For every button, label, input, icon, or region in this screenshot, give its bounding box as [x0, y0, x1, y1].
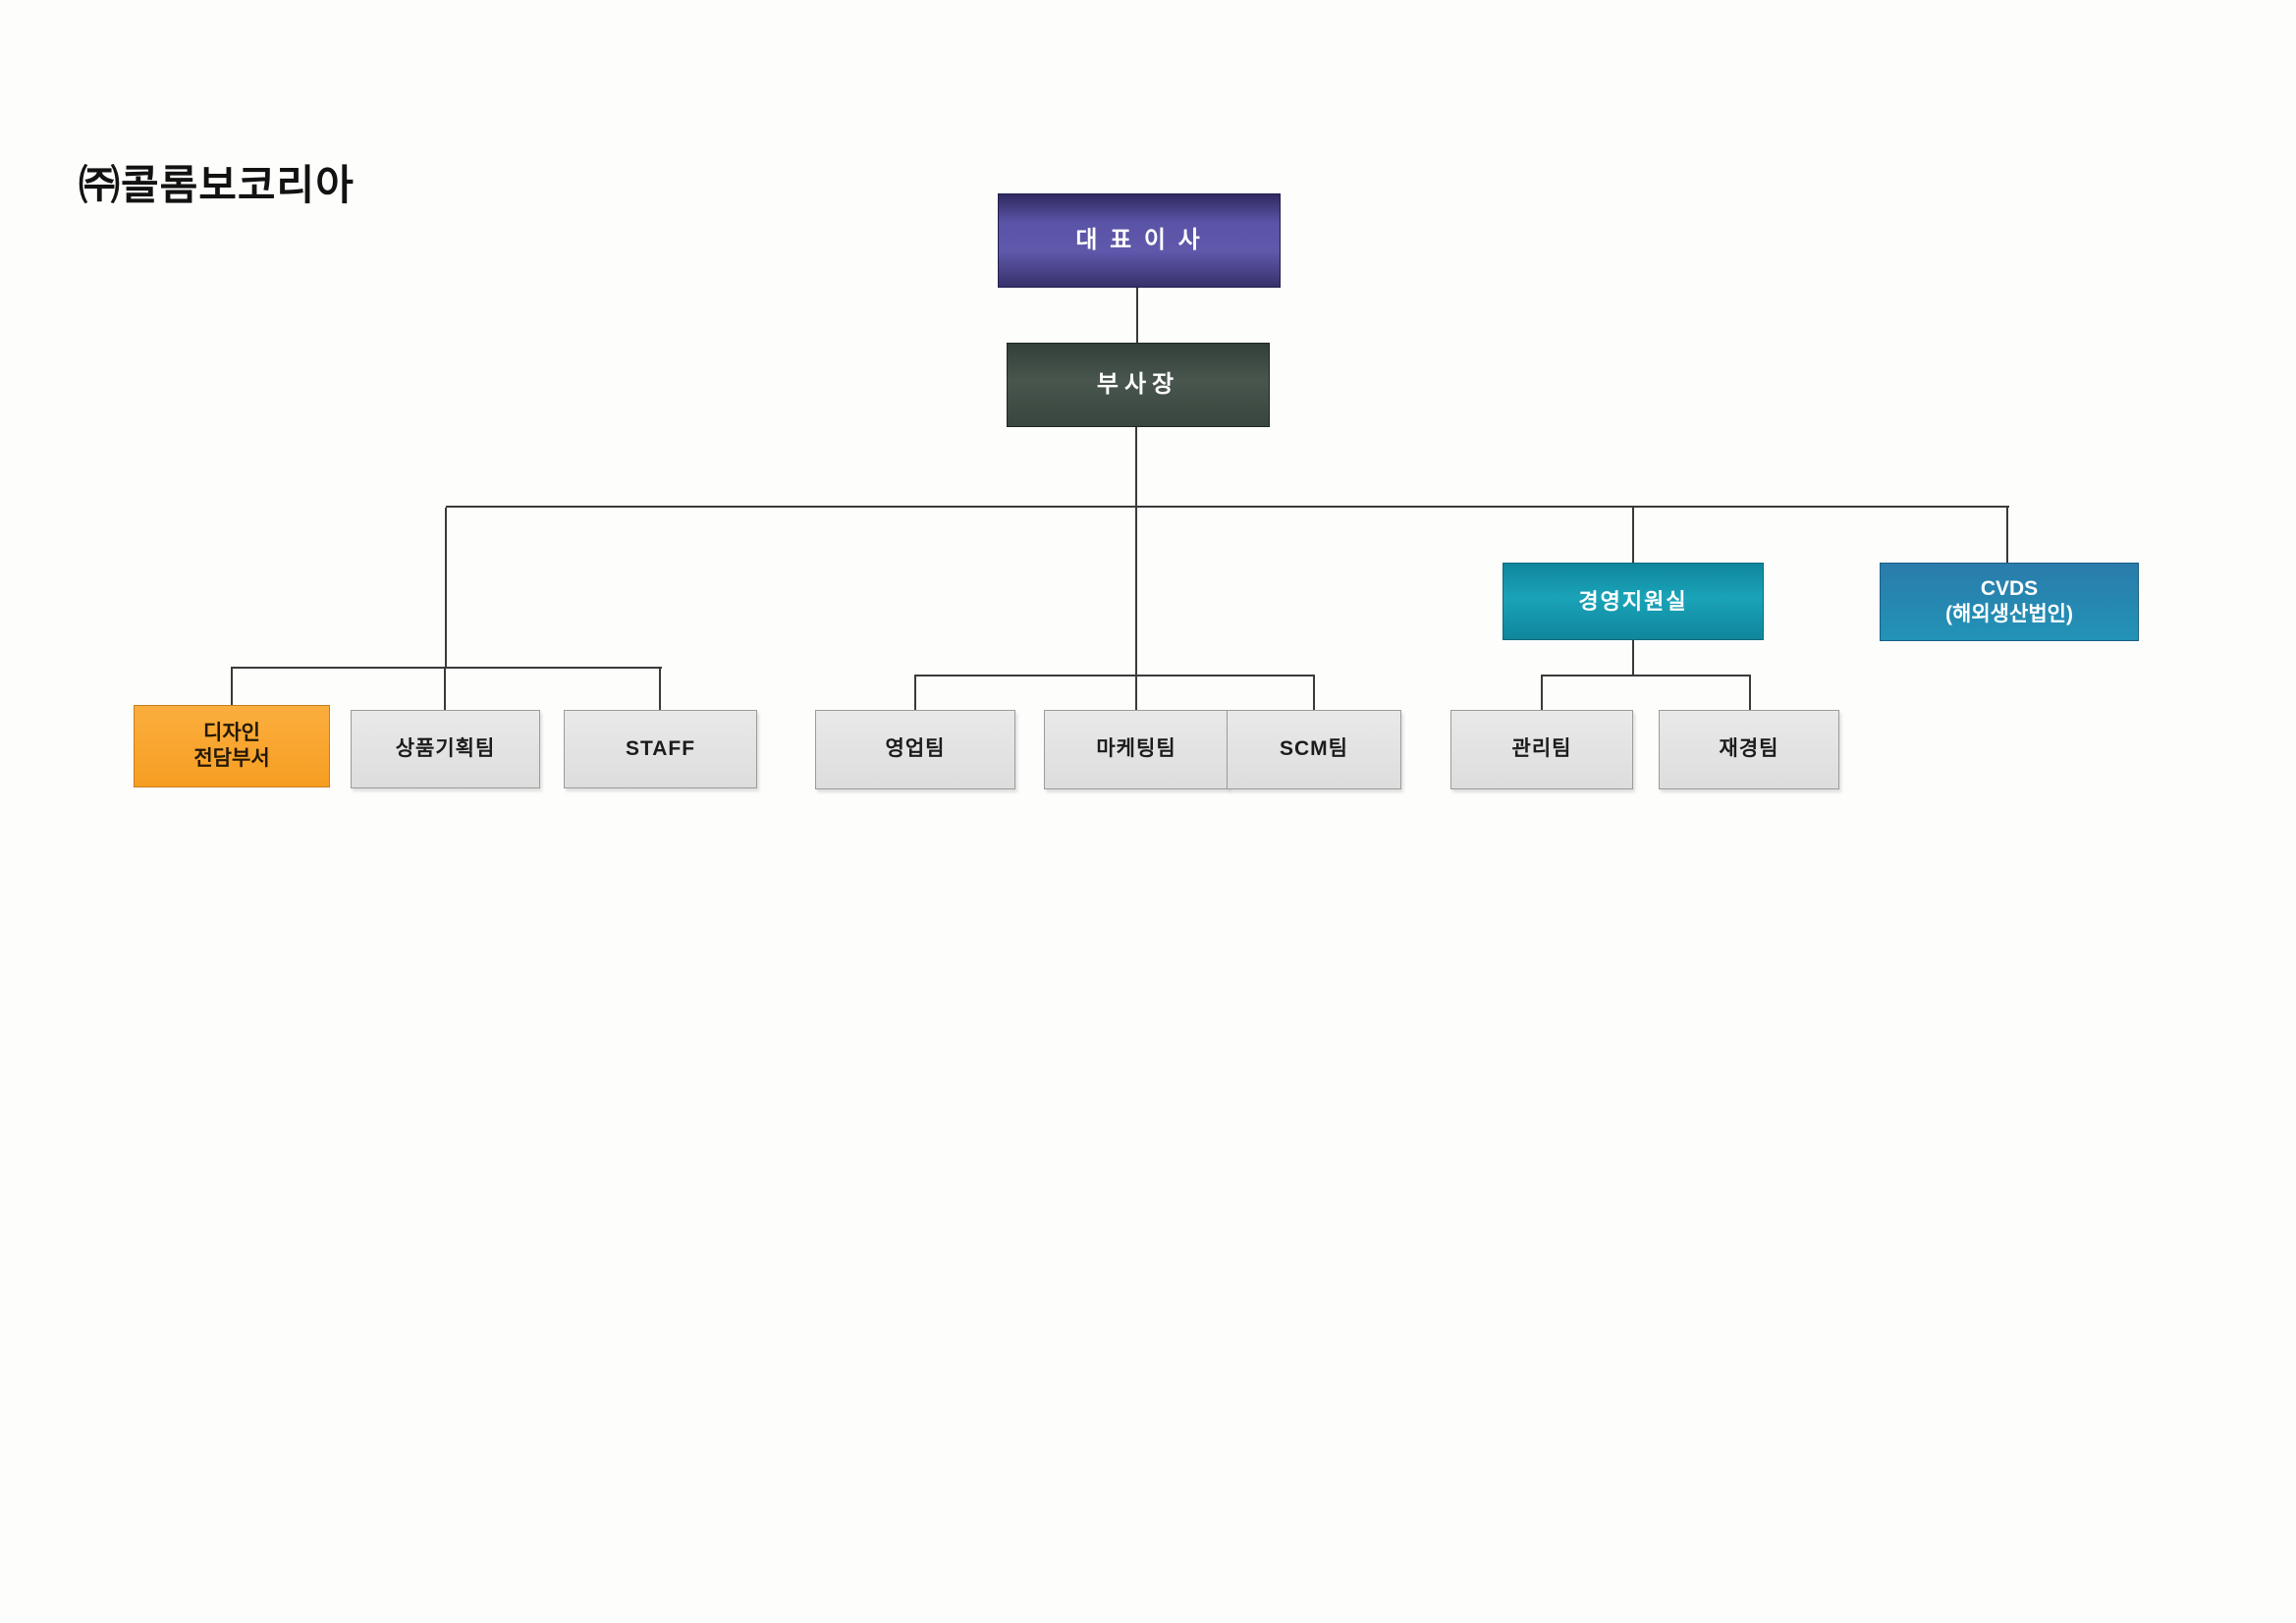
- connector-ceo-vp: [1136, 288, 1138, 343]
- connector-main-bus: [446, 506, 2009, 508]
- org-node-scm-label: SCM팀: [1280, 737, 1348, 761]
- connector-drop-staff: [659, 669, 661, 710]
- connector-right-bus: [1541, 675, 1751, 676]
- org-node-product-planning-team: 상품기획팀: [351, 710, 540, 788]
- connector-cvds: [2006, 508, 2008, 563]
- org-node-mgmt-office: 경영지원실: [1503, 563, 1764, 640]
- connector-left-bus: [231, 667, 662, 669]
- org-node-cvds-label: CVDS: [1980, 576, 2039, 600]
- org-node-design-team: 디자인 전담부서: [134, 705, 330, 787]
- org-node-vp: 부사장: [1007, 343, 1270, 427]
- connector-drop-sales: [914, 676, 916, 710]
- connector-mgmt-bottom: [1632, 640, 1634, 676]
- org-node-finance-team: 재경팀: [1659, 710, 1839, 789]
- org-node-staff: STAFF: [564, 710, 757, 788]
- connector-drop-design: [231, 669, 233, 705]
- org-node-cvds: CVDS (해외생산법인): [1880, 563, 2139, 641]
- org-node-ceo-label: 대 표 이 사: [1075, 227, 1203, 253]
- connector-drop-scm: [1313, 676, 1315, 710]
- connector-left-branch: [445, 508, 447, 669]
- org-node-design-team-sublabel: 전담부서: [193, 747, 270, 770]
- org-node-mgmt-office-label: 경영지원실: [1578, 588, 1688, 614]
- org-node-design-team-label: 디자인: [203, 721, 260, 744]
- org-node-admin-label: 관리팀: [1511, 737, 1572, 761]
- org-node-cvds-sublabel: (해외생산법인): [1945, 603, 2073, 625]
- org-node-staff-label: STAFF: [625, 736, 696, 760]
- org-node-vp-label: 부사장: [1096, 371, 1180, 398]
- company-title: ㈜콜롬보코리아: [79, 162, 355, 208]
- connector-drop-admin: [1541, 676, 1543, 710]
- org-node-sales-team: 영업팀: [815, 710, 1015, 789]
- connector-drop-product: [444, 669, 446, 710]
- org-node-marketing-team: 마케팅팀: [1044, 710, 1229, 789]
- connector-mgmt-top: [1632, 508, 1634, 563]
- org-node-sales-label: 영업팀: [885, 737, 946, 761]
- org-node-finance-label: 재경팀: [1719, 737, 1779, 761]
- connector-middle-bus: [914, 675, 1315, 676]
- connector-vp-down: [1135, 427, 1137, 710]
- org-node-marketing-label: 마케팅팀: [1096, 737, 1176, 761]
- org-node-ceo: 대 표 이 사: [998, 193, 1281, 288]
- connector-drop-finance: [1749, 676, 1751, 710]
- org-node-scm-team: SCM팀: [1227, 710, 1401, 789]
- org-node-product-planning-label: 상품기획팀: [395, 736, 496, 760]
- org-node-admin-team: 관리팀: [1450, 710, 1633, 789]
